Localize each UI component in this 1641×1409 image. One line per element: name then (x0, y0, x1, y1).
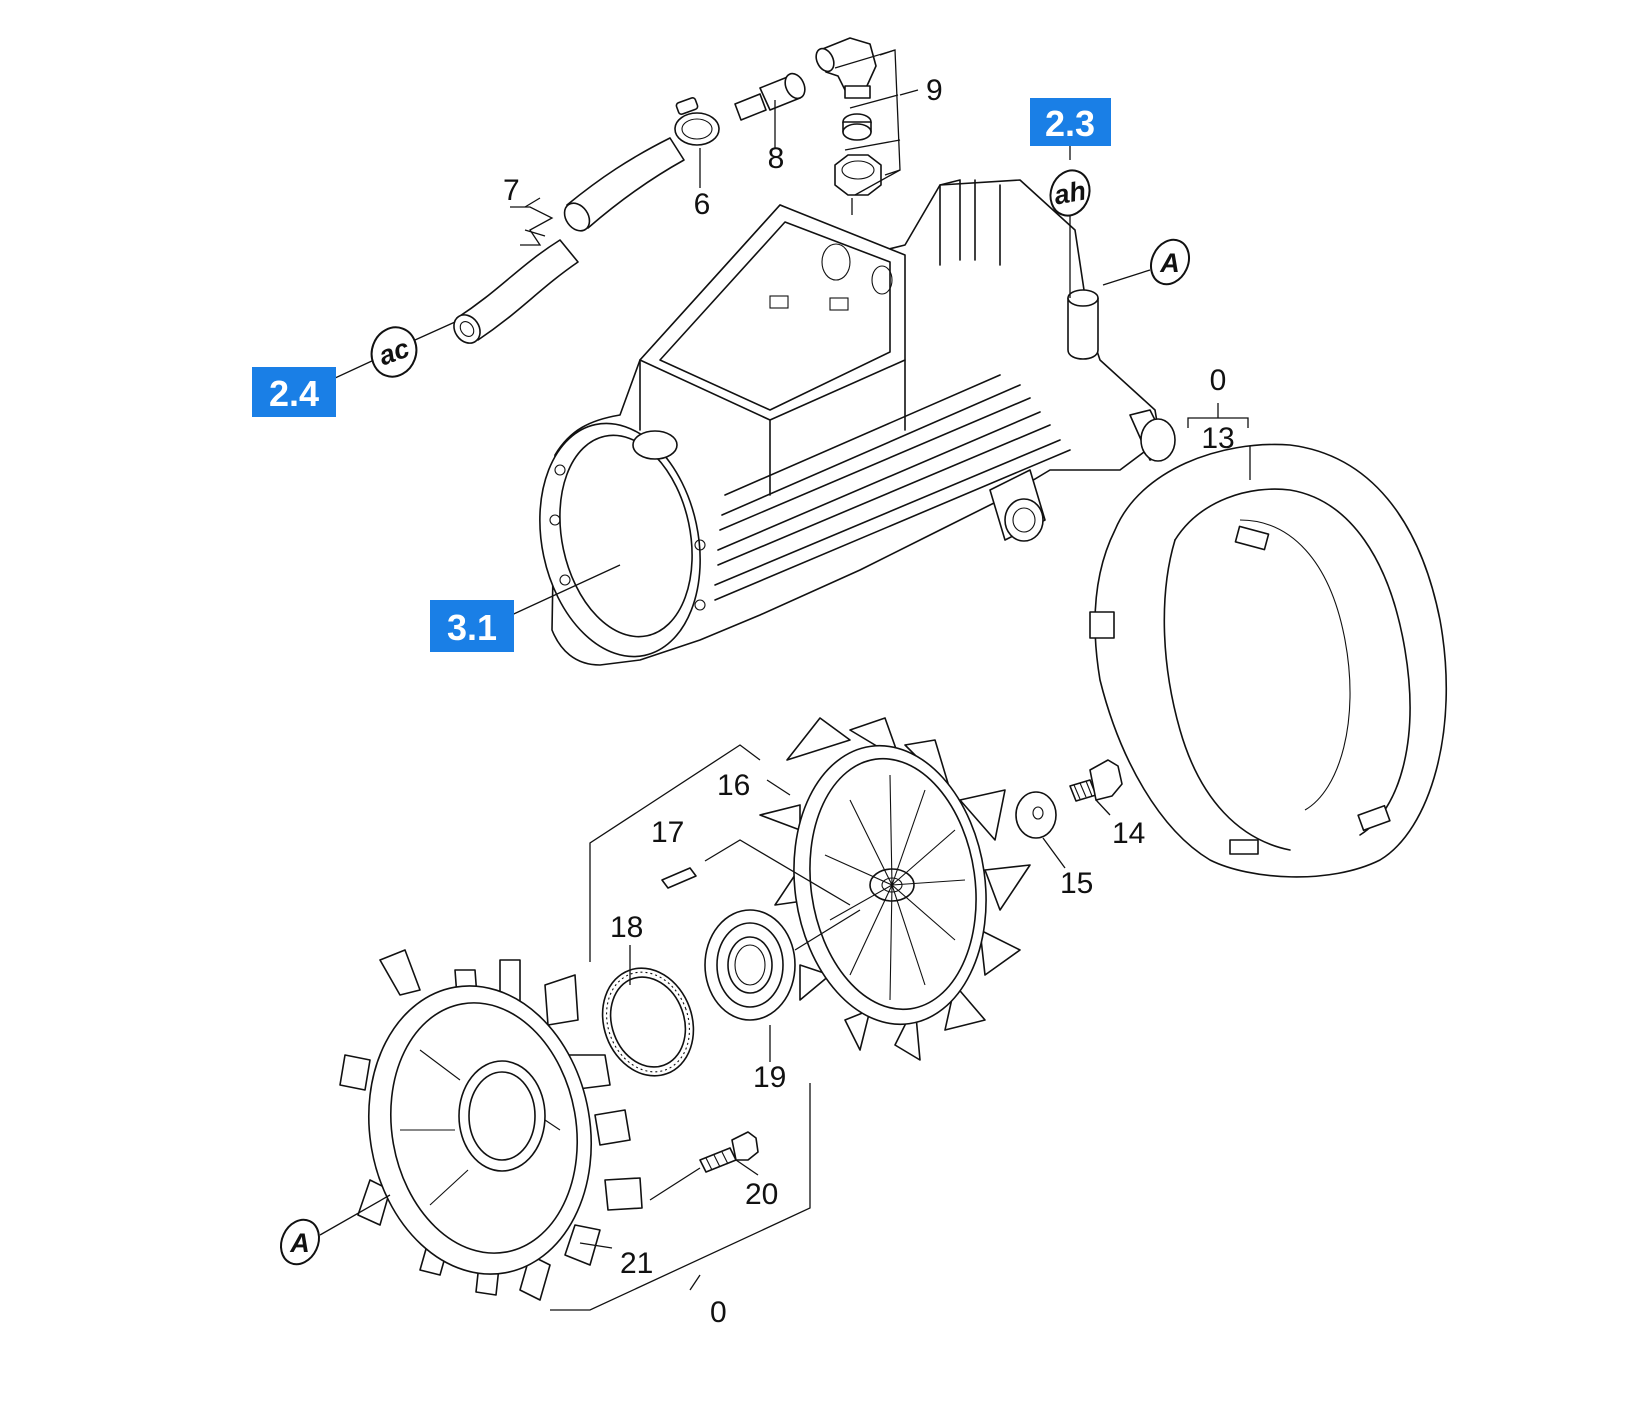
marker-ah: ah (1049, 169, 1091, 217)
ref-badge-2-3[interactable]: 2.3 (1030, 98, 1111, 146)
part-label-8: 8 (768, 142, 785, 175)
hose-nipple-part (734, 72, 806, 121)
screw-14-part (1069, 759, 1123, 802)
washer-15-part (1015, 791, 1057, 839)
part-label-19: 19 (753, 1061, 786, 1094)
fan-shroud-part (1089, 443, 1448, 878)
part-label-20: 20 (745, 1178, 778, 1211)
part-label-7: 7 (503, 174, 520, 207)
fan-wheel-part (759, 717, 1031, 1061)
ref-badge-2-4[interactable]: 2.4 (252, 367, 336, 417)
ring-18-part (601, 967, 695, 1077)
marker-a-bottom-text: A (289, 1228, 310, 1258)
hose-clamp-part (674, 96, 720, 146)
bearing-19-part (704, 909, 796, 1021)
part-label-21: 21 (620, 1247, 653, 1280)
screw-20-part (699, 1131, 759, 1173)
elbow-fitting-part (815, 37, 882, 196)
marker-a-top-text: A (1159, 248, 1180, 278)
key-17-part (661, 867, 697, 889)
marker-ah-text: ah (1052, 175, 1088, 210)
hose-part (453, 137, 685, 344)
ref-badge-2-4-text: 2.4 (269, 373, 319, 414)
part-label-17: 17 (651, 816, 684, 849)
ref-badge-3-1-text: 3.1 (447, 607, 497, 648)
part-label-13: 13 (1201, 422, 1234, 455)
pump-housing-part (539, 179, 1176, 666)
part-label-15: 15 (1060, 867, 1093, 900)
ref-badge-3-1[interactable]: 3.1 (430, 600, 514, 652)
marker-ac: ac (370, 326, 418, 378)
part-label-0-top: 0 (1210, 364, 1227, 397)
part-number-labels: 9 8 6 7 0 13 16 17 14 15 18 19 20 21 0 (503, 74, 1235, 1329)
part-label-0-bottom: 0 (710, 1296, 727, 1329)
part-label-9: 9 (926, 74, 943, 107)
part-label-14: 14 (1112, 817, 1145, 850)
marker-a-bottom: A (280, 1218, 320, 1266)
part-label-6: 6 (694, 188, 711, 221)
front-flange-part (339, 949, 643, 1301)
part-label-16: 16 (717, 769, 750, 802)
ref-badge-2-3-text: 2.3 (1045, 103, 1095, 144)
leader-lines (319, 49, 1251, 1311)
marker-a-top: A (1150, 238, 1190, 286)
part-label-18: 18 (610, 911, 643, 944)
